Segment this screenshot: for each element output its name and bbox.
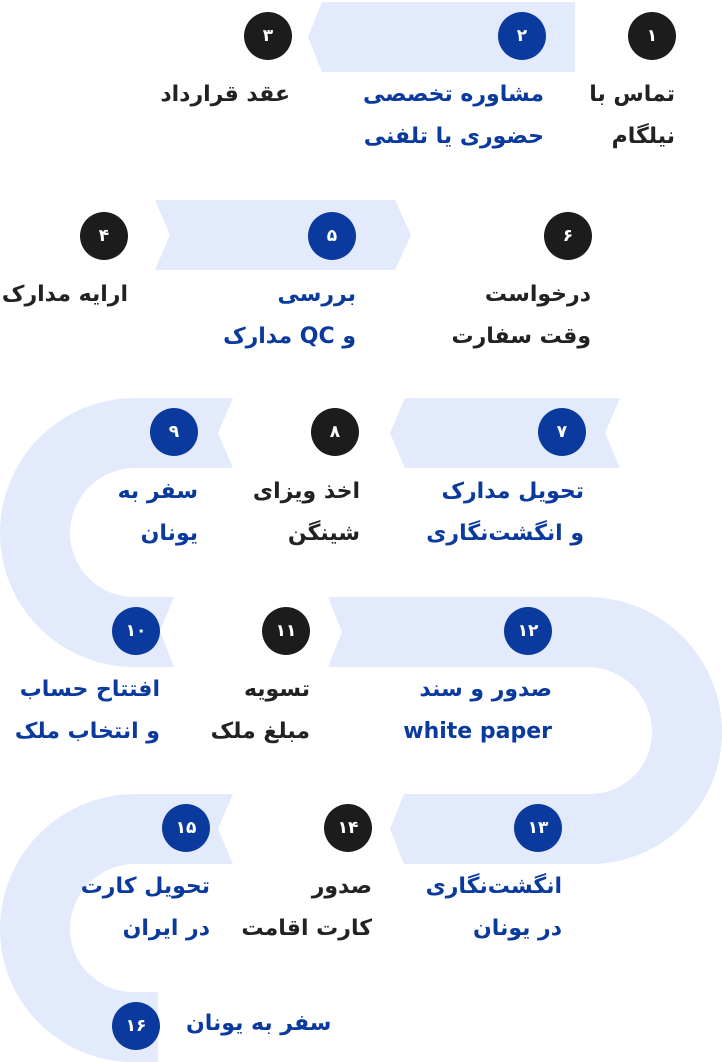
step-5-label: بررسی و QC مدارک	[223, 274, 356, 358]
step-8-line2: شینگن	[287, 521, 360, 546]
step-13-label: انگشت‌نگاری در یونان	[426, 866, 562, 950]
step-16-number: ۱۶	[112, 1002, 160, 1050]
step-12-line2: white paper	[403, 719, 552, 744]
track-loop-right	[328, 597, 722, 864]
step-9-label: سفر به یونان	[118, 471, 198, 555]
step-1-number: ۱	[628, 12, 676, 60]
step-2-number: ۲	[498, 12, 546, 60]
step-8-label: اخذ ویزای شینگن	[253, 471, 360, 555]
step-11-label: تسویه مبلغ ملک	[211, 669, 310, 753]
step-11-line2: مبلغ ملک	[210, 719, 310, 744]
step-6-number: ۶	[544, 212, 592, 260]
step-5-number: ۵	[308, 212, 356, 260]
step-6-line2: وقت سفارت	[451, 324, 591, 349]
step-15-line2: در ایران	[122, 916, 210, 941]
step-4-label: ارایه مدارک	[2, 274, 128, 316]
step-7-number: ۷	[538, 408, 586, 456]
step-14-line1: صدور	[311, 874, 372, 899]
step-11-number: ۱۱	[262, 607, 310, 655]
step-7-line2: و انگشت‌نگاری	[426, 521, 584, 546]
step-12-line1: صدور و سند	[419, 677, 552, 702]
step-7-label: تحویل مدارک و انگشت‌نگاری	[426, 471, 584, 555]
track-segment-step-5	[155, 200, 411, 270]
step-8-number: ۸	[311, 408, 359, 456]
step-2-line2: حضوری یا تلفنی	[363, 124, 544, 149]
step-10-line2: و انتخاب ملک	[14, 719, 160, 744]
step-6-label: درخواست وقت سفارت	[451, 274, 591, 358]
step-14-line2: کارت اقامت	[241, 916, 372, 941]
step-1-label: تماس با نیلگام	[589, 74, 675, 158]
step-11-line1: تسویه	[243, 677, 310, 702]
step-12-label: صدور و سند white paper	[403, 669, 552, 753]
step-9-number: ۹	[150, 408, 198, 456]
step-10-line1: افتتاح حساب	[19, 677, 160, 702]
step-10-label: افتتاح حساب و انتخاب ملک	[15, 669, 160, 753]
step-1-line2: نیلگام	[611, 124, 675, 149]
step-15-line1: تحویل کارت	[80, 874, 210, 899]
step-5-line1: بررسی	[277, 282, 356, 307]
step-13-line2: در یونان	[473, 916, 562, 941]
step-9-line1: سفر به	[117, 479, 198, 504]
step-3-label: عقد قرارداد	[160, 74, 290, 116]
step-2-label: مشاوره تخصصی حضوری یا تلفنی	[363, 74, 544, 158]
step-8-line1: اخذ ویزای	[252, 479, 360, 504]
step-12-number: ۱۲	[504, 607, 552, 655]
step-5-line2: و QC مدارک	[223, 324, 356, 349]
step-14-number: ۱۴	[324, 804, 372, 852]
step-14-label: صدور کارت اقامت	[241, 866, 372, 950]
track-loop-left-upper	[0, 398, 233, 667]
step-13-line1: انگشت‌نگاری	[425, 874, 562, 899]
step-4-number: ۴	[80, 212, 128, 260]
step-15-number: ۱۵	[162, 804, 210, 852]
step-16-label: سفر به یونان	[186, 1003, 331, 1045]
step-16-line1: سفر به یونان	[186, 1011, 332, 1036]
step-1-line1: تماس با	[589, 82, 675, 107]
step-4-line1: ارایه مدارک	[1, 282, 128, 307]
step-10-number: ۱۰	[112, 607, 160, 655]
step-3-line1: عقد قرارداد	[160, 82, 290, 107]
track-loop-left-lower	[0, 794, 233, 1062]
step-3-number: ۳	[244, 12, 292, 60]
step-6-line1: درخواست	[484, 282, 591, 307]
step-2-line1: مشاوره تخصصی	[363, 82, 544, 107]
step-15-label: تحویل کارت در ایران	[81, 866, 210, 950]
step-7-line1: تحویل مدارک	[441, 479, 584, 504]
step-13-number: ۱۳	[514, 804, 562, 852]
step-9-line2: یونان	[140, 521, 198, 546]
